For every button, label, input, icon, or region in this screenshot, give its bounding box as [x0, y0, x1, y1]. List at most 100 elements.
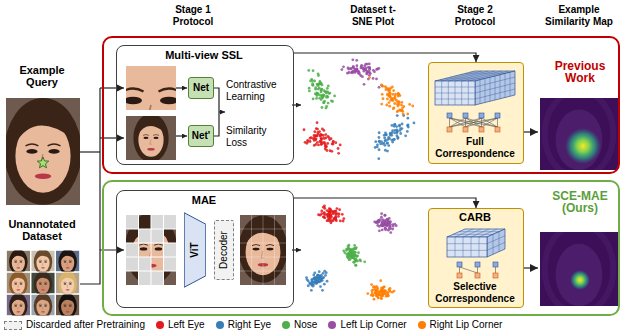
- tsne-cluster: [372, 294, 375, 297]
- dataset-photo: [61, 275, 75, 282]
- eye-crop-photo: [126, 66, 176, 90]
- masked-photo: [139, 244, 148, 245]
- encoder-label: ViT: [189, 242, 201, 257]
- dataset-photo: [39, 260, 42, 261]
- dataset-photo: [44, 282, 47, 283]
- selective-correspondence-icon: [460, 267, 478, 273]
- tsne-cluster: [329, 211, 332, 214]
- dataset-photo: [34, 295, 52, 316]
- text-slot: Similarity Loss: [226, 125, 290, 149]
- tsne-cluster: [341, 213, 344, 216]
- tsne-cluster: [384, 214, 387, 217]
- tsne-cluster: [342, 244, 366, 267]
- tsne-cluster: [334, 218, 337, 221]
- tsne-cluster: [368, 62, 371, 65]
- module-title: Multi-view SSL: [117, 49, 291, 61]
- face-crop-photo: [150, 139, 152, 144]
- tsne-cluster: [305, 270, 328, 292]
- dataset-photo: [14, 282, 17, 283]
- tsne-cluster: [314, 86, 317, 89]
- tsne-cluster: [391, 124, 394, 127]
- dataset-photo: [39, 283, 42, 284]
- reconstructed-photo: [240, 215, 286, 285]
- tsne-cluster: [398, 124, 401, 127]
- loss-label: Similarity Loss: [226, 125, 290, 149]
- tsne-cluster: [313, 134, 316, 137]
- label-slot: Dataset t-SNE Plot: [342, 4, 404, 28]
- tsne-cluster: [356, 260, 359, 263]
- selective-correspondence-icon: [493, 234, 494, 254]
- tsne-cluster: [349, 254, 352, 257]
- tsne-cluster: [320, 143, 323, 146]
- reconstructed-photo: [240, 243, 286, 244]
- tsne-cluster: [348, 71, 351, 74]
- tsne-cluster: [342, 220, 345, 223]
- dataset-photo: [67, 263, 68, 266]
- tsne-cluster: [303, 128, 306, 131]
- tsne-cluster: [360, 66, 363, 69]
- tsne-cluster: [347, 67, 350, 70]
- dataset-photo: [18, 263, 19, 266]
- dataset-photo: [20, 261, 23, 262]
- tsne-cluster: [354, 264, 357, 267]
- tsne-cluster: [325, 145, 328, 148]
- full-correspondence-icon: [500, 75, 501, 99]
- tsne-cluster: [381, 222, 384, 225]
- tsne-cluster: [348, 258, 351, 261]
- masked-photo: [151, 215, 152, 285]
- tsne-cluster: [347, 244, 350, 247]
- label-slot: Example Query: [4, 64, 80, 88]
- dataset-photo: [14, 305, 17, 306]
- tsne-cluster: [387, 89, 390, 92]
- dataset-photo: [63, 260, 66, 261]
- legend-swatch: [216, 321, 224, 329]
- masked-photo: [139, 271, 152, 285]
- eye-crop-photo: [126, 66, 176, 110]
- similarity-map: [540, 98, 618, 170]
- tsne-cluster: [374, 114, 416, 160]
- tsne-cluster: [388, 226, 391, 229]
- input-label: Example Query: [4, 64, 80, 88]
- label-slot: Example Similarity Map: [538, 4, 620, 28]
- face-crop-photo: [154, 137, 159, 139]
- reconstructed-photo: [251, 215, 252, 285]
- tsne-cluster: [310, 289, 313, 292]
- tsne-cluster: [321, 95, 324, 98]
- selective-correspondence-icon: [479, 237, 480, 257]
- tsne-cluster: [411, 105, 414, 108]
- tsne-cluster: [355, 59, 358, 62]
- masked-photo: [163, 215, 164, 285]
- full-correspondence-icon: [497, 118, 498, 127]
- tsne-cluster: [384, 214, 387, 217]
- connector: [294, 198, 476, 208]
- full-correspondence-icon: [490, 77, 491, 101]
- dataset-photo: [67, 285, 68, 288]
- similarity-map: [556, 244, 603, 306]
- tsne-cluster: [339, 143, 342, 146]
- tsne-cluster: [387, 144, 390, 147]
- tsne-cluster: [323, 216, 326, 219]
- selective-correspondence-icon: [499, 232, 500, 252]
- dataset-photo: [12, 297, 26, 304]
- tsne-cluster: [318, 93, 321, 96]
- decoder-box: Decoder: [214, 220, 234, 280]
- panel-box: Previous WorkMulti-view SSLContrastive L…: [102, 36, 620, 174]
- selective-correspondence-icon: [479, 229, 497, 237]
- masked-photo: [151, 271, 164, 285]
- dataset-photo: [18, 285, 19, 288]
- full-correspondence-icon: [465, 73, 505, 74]
- dataset-photo: [44, 283, 47, 284]
- tsne-cluster: [363, 83, 366, 86]
- dataset-photo: [34, 251, 52, 272]
- full-correspondence-icon: [460, 74, 500, 75]
- tsne-cluster: [326, 209, 329, 212]
- tsne-cluster: [312, 69, 315, 72]
- tsne-cluster: [325, 107, 328, 110]
- dataset-photo: [64, 283, 67, 284]
- selective-correspondence-icon: [463, 237, 464, 257]
- tsne-cluster: [366, 292, 369, 295]
- tsne-cluster: [334, 216, 337, 219]
- flow-arrow: [522, 131, 538, 132]
- dataset-photo: [16, 289, 20, 290]
